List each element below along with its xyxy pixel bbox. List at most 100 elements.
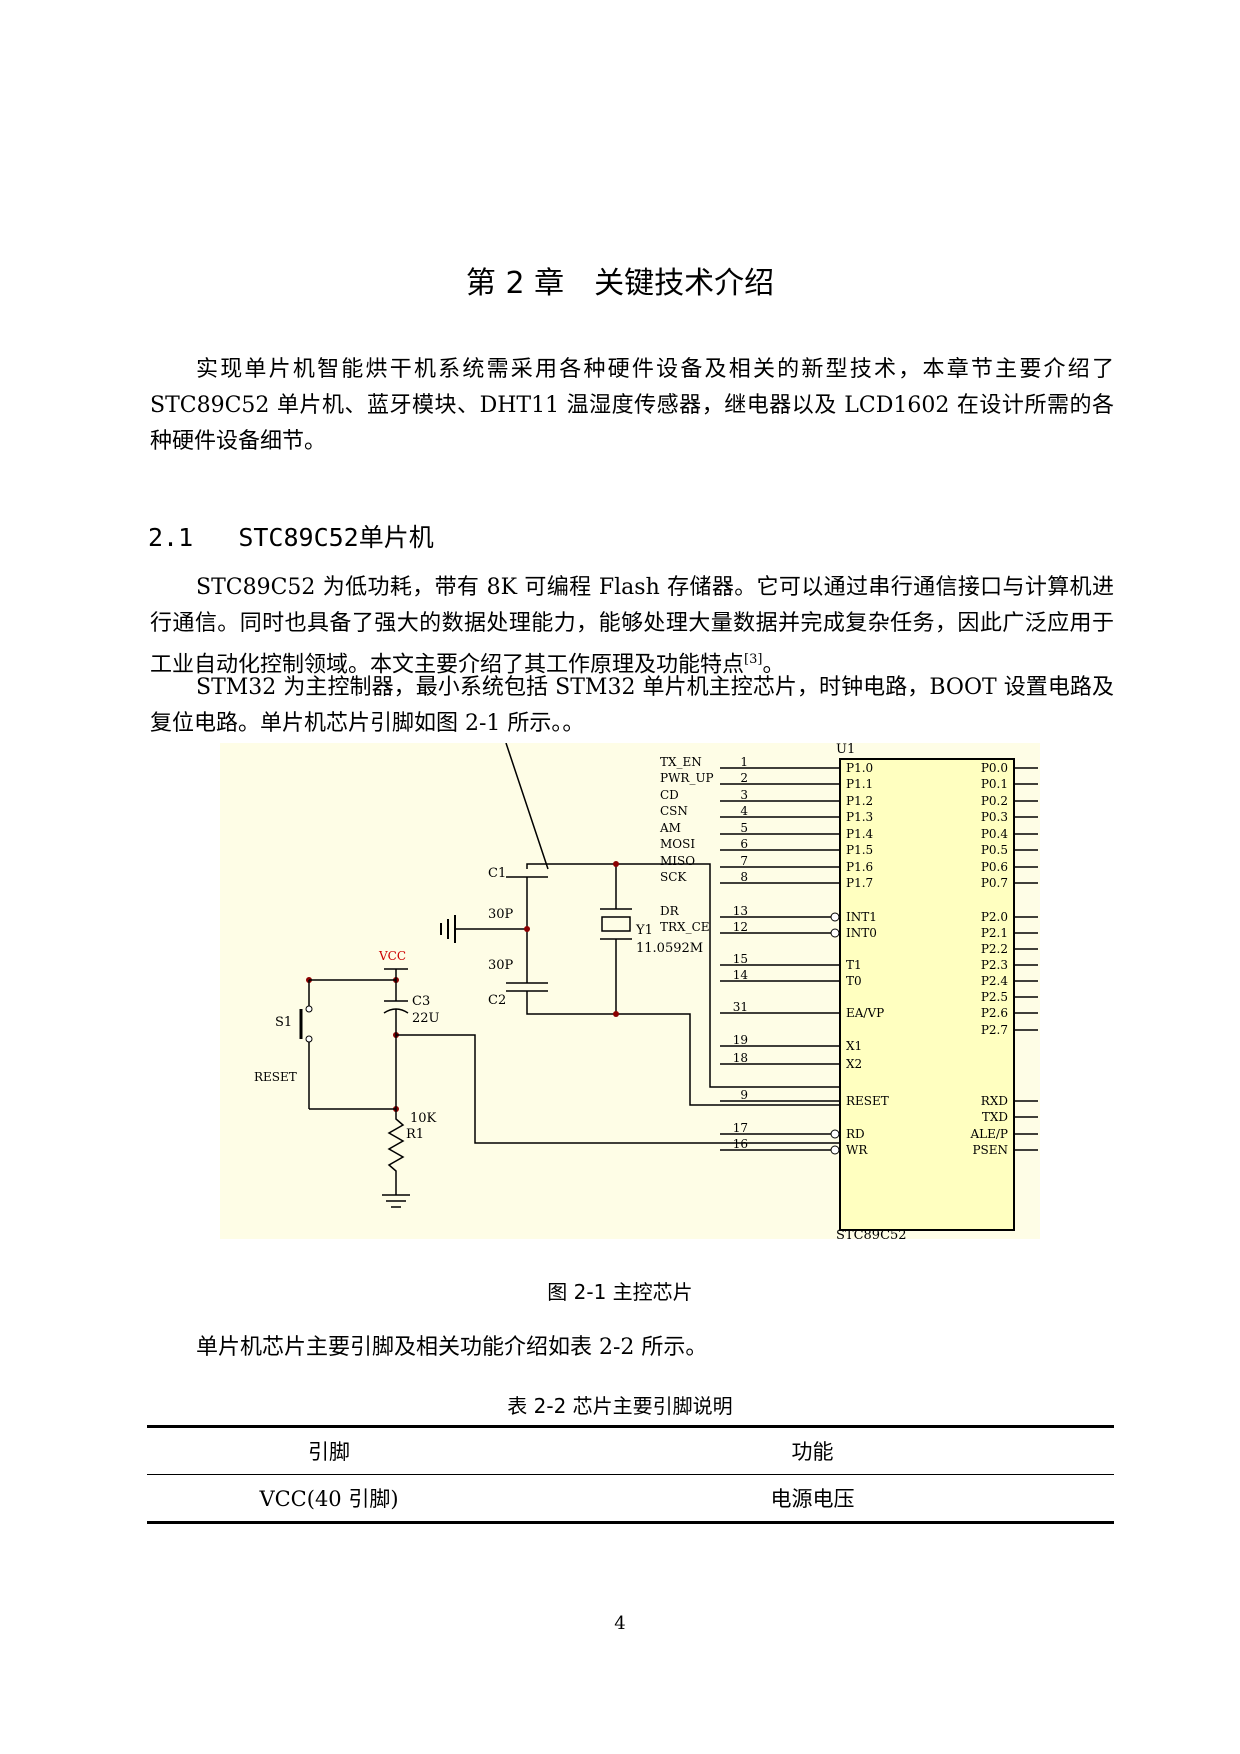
pin-number: 31 (733, 1000, 748, 1014)
c1-value: 30P (488, 907, 514, 922)
intro-paragraph: 实现单片机智能烘干机系统需采用各种硬件设备及相关的新型技术，本章节主要介绍了 S… (150, 357, 1114, 454)
pin-name: P1.1 (846, 777, 873, 791)
pin-name: P2.3 (981, 958, 1008, 972)
net-label: AM (659, 821, 681, 835)
inverting-bubble (830, 1145, 840, 1155)
c1-label: C1 (488, 866, 506, 881)
cell-pin: VCC(40 引脚) (259, 1487, 399, 1511)
s1-label: S1 (275, 1015, 292, 1030)
pin-name: P1.7 (846, 876, 873, 890)
section-title: 2.1 STC89C52单片机 (148, 518, 434, 554)
net-label: CD (660, 788, 679, 802)
cell-function: 电源电压 (770, 1487, 855, 1511)
pin-name: WR (846, 1143, 868, 1157)
page-number: 4 (614, 1613, 626, 1634)
pin-number: 1 (740, 755, 748, 769)
wire-reset (396, 1034, 840, 1144)
net-label: TX_EN (660, 755, 702, 769)
pin-number: 7 (740, 854, 748, 868)
table-intro: 单片机芯片主要引脚及相关功能介绍如表 2-2 所示。 (196, 1335, 708, 1360)
net-label: SCK (660, 870, 687, 884)
pin-number: 15 (733, 952, 748, 966)
pin-name: T0 (846, 974, 862, 988)
s1-terminal (305, 1035, 313, 1043)
reset-switch-label: RESET (254, 1070, 297, 1084)
pin-table: 引脚 功能 VCC(40 引脚) 电源电压 (147, 1425, 1114, 1524)
c3-value: 22U (412, 1011, 440, 1026)
s1-terminal (305, 1005, 313, 1013)
section-name: 单片机 (358, 523, 434, 552)
pin-number: 19 (733, 1033, 748, 1047)
header-pin: 引脚 (308, 1440, 350, 1464)
c2-label: C2 (488, 993, 506, 1008)
pin-number: 12 (733, 920, 748, 934)
header-function: 功能 (791, 1440, 834, 1464)
pin-name: P2.1 (981, 926, 1008, 940)
vcc-label: VCC (378, 949, 406, 963)
net-label: CSN (660, 804, 688, 818)
pin-name: P1.6 (846, 860, 873, 874)
pin-number: 2 (740, 771, 748, 785)
pin-name: P0.0 (981, 761, 1008, 775)
pin-name: PSEN (972, 1143, 1008, 1157)
y1-body (601, 916, 631, 932)
table-header-row: 引脚 功能 (147, 1426, 1114, 1475)
pin-name: TXD (982, 1110, 1008, 1124)
pin-number: 8 (740, 870, 748, 884)
table-row: VCC(40 引脚) 电源电压 (147, 1475, 1114, 1523)
pin-number: 16 (733, 1137, 748, 1151)
junction-dots (306, 861, 619, 1112)
section-number: 2.1 (148, 523, 194, 552)
wire-c2-y1 (526, 949, 617, 1015)
r1-value: 10K (410, 1111, 437, 1126)
r1-label: R1 (406, 1127, 424, 1142)
pin-name: P1.2 (846, 794, 873, 808)
pin-name: INT1 (846, 910, 877, 924)
pin-name: P2.2 (981, 942, 1008, 956)
y1-label: Y1 (635, 923, 653, 938)
pin-number: 17 (733, 1121, 748, 1135)
net-label: DR (660, 904, 680, 918)
pin-name: P1.5 (846, 843, 873, 857)
pin-number: 9 (740, 1088, 748, 1102)
junction-dot (613, 1011, 619, 1017)
pin-name: P0.4 (981, 827, 1009, 841)
pin-name: P0.2 (981, 794, 1008, 808)
pin-number: 18 (733, 1051, 748, 1065)
pin-name: P0.7 (981, 876, 1008, 890)
pin-name: T1 (846, 958, 862, 972)
pin-name: P2.0 (981, 910, 1008, 924)
chapter-title: 第 2 章 关键技术介绍 (465, 266, 775, 301)
right-pin-group: P0.0P0.1P0.2P0.3P0.4P0.5P0.6P0.7P2.0P2.1… (969, 761, 1038, 1157)
pin-number: 6 (740, 837, 748, 851)
c2-value: 30P (488, 958, 514, 973)
inverting-bubble (830, 912, 840, 922)
junction-dot (524, 926, 530, 932)
pin-name: P2.7 (981, 1023, 1008, 1037)
pin-number: 3 (740, 788, 748, 802)
net-label: PWR_UP (660, 771, 714, 785)
c1-plate-a (505, 743, 549, 870)
pin-name: P2.6 (981, 1006, 1008, 1020)
pin-name: P2.5 (981, 990, 1008, 1004)
wire-x2 (616, 1013, 840, 1106)
pin-name: RESET (846, 1094, 889, 1108)
junction-dot (613, 861, 619, 867)
chip-name-label: STC89C52 (836, 1228, 907, 1239)
section-paragraph-2: STM32 为主控制器，最小系统包括 STM32 单片机主控芯片，时钟电路，BO… (150, 675, 1114, 736)
pin-name: RXD (981, 1094, 1008, 1108)
figure-caption: 图 2-1 主控芯片 (547, 1280, 693, 1304)
chip-ref-label: U1 (836, 743, 855, 757)
pin-name: X2 (846, 1057, 862, 1071)
inverting-bubble (830, 928, 840, 938)
wire-x1 (616, 863, 840, 1088)
pin-number: 13 (733, 904, 748, 918)
section-paragraph-1: STC89C52 为低功耗，带有 8K 可编程 Flash 存储器。它可以通过串… (150, 570, 1114, 683)
section-name-code: STC89C52 (238, 523, 359, 552)
pin-name: P1.3 (846, 810, 873, 824)
mcu-body (839, 758, 1015, 1231)
pin-name: INT0 (846, 926, 877, 940)
